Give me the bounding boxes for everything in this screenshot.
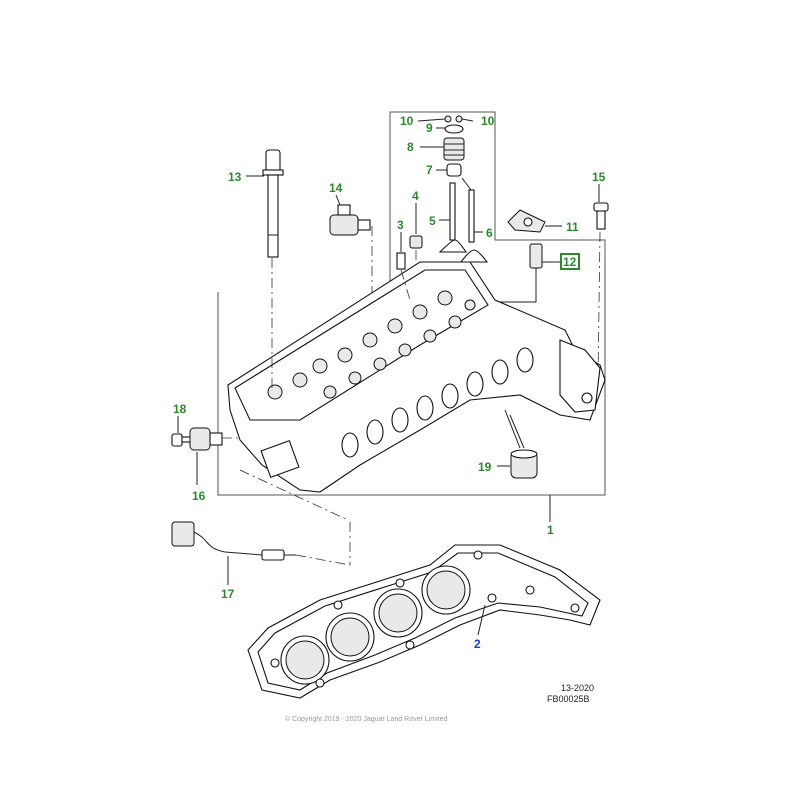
bolt-part (593, 202, 609, 230)
callout-1: 1 (547, 523, 554, 537)
valve-keeper-part (444, 115, 463, 123)
temperature-sensor-part (189, 427, 223, 451)
exhaust-valve-part (459, 189, 489, 263)
valve-spring-part (443, 137, 465, 161)
seal-part (409, 235, 423, 249)
leader-line (504, 409, 521, 449)
leader-line (477, 604, 486, 636)
callout-6: 6 (486, 226, 493, 240)
leader-line (461, 118, 474, 122)
callout-8: 8 (407, 140, 414, 154)
leader-line (509, 414, 525, 449)
lash-adjuster-part (529, 243, 543, 269)
callout-3: 3 (397, 218, 404, 232)
callout-2: 2 (474, 637, 481, 651)
assembly-frame-outer (217, 111, 606, 496)
callout-15: 15 (592, 170, 606, 184)
leader-line-dashed (400, 269, 411, 301)
callout-5: 5 (429, 214, 436, 228)
callout-17: 17 (221, 587, 235, 601)
leader-line (417, 118, 446, 122)
intake-valve-part (438, 182, 468, 253)
sensor-part (329, 204, 371, 236)
callout-16: 16 (192, 489, 206, 503)
leader-line (461, 177, 472, 191)
dowel-part (396, 252, 406, 270)
copyright-text: © Copyright 2019 - 2020 Jaguar Land Rove… (285, 716, 448, 723)
head-bolt-part (262, 149, 284, 258)
leader-line (335, 194, 341, 206)
callout-9: 9 (426, 121, 433, 135)
reference-code: FB00025B (547, 694, 590, 704)
bolt-part (171, 433, 193, 447)
leader-line-dashed (597, 231, 601, 381)
spring-retainer-part (444, 124, 464, 134)
reference-date: 13-2020 (561, 683, 595, 693)
callout-12-highlight-box (560, 253, 580, 270)
callout-10-left: 10 (400, 114, 414, 128)
cylinder-head-part (227, 261, 606, 493)
callout-7: 7 (426, 163, 433, 177)
callout-14: 14 (329, 181, 343, 195)
callout-10-right: 10 (481, 114, 495, 128)
rocker-arm-part (507, 209, 546, 233)
valve-stem-seal-part (446, 163, 462, 177)
callout-18: 18 (173, 402, 187, 416)
callout-4: 4 (412, 189, 419, 203)
callout-13: 13 (228, 170, 242, 184)
callout-11: 11 (566, 220, 579, 234)
cap-part (510, 449, 538, 479)
callout-12: 12 (563, 255, 577, 269)
callout-19: 19 (478, 460, 492, 474)
head-gasket-part (247, 544, 601, 699)
leader-line-dashed (295, 554, 351, 566)
heater-harness-part (171, 521, 296, 561)
